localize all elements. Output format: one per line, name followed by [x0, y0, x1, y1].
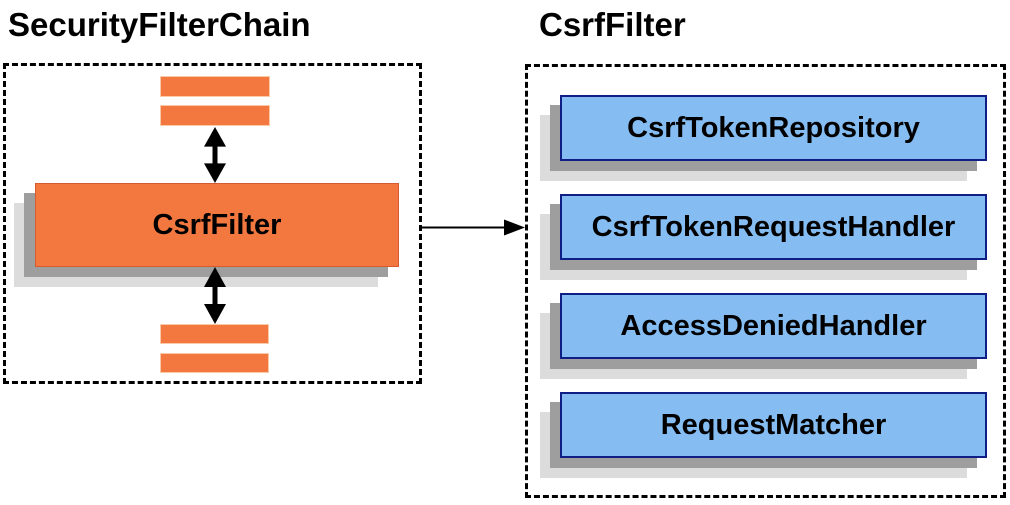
component-label: RequestMatcher — [660, 408, 887, 441]
filter-bar-top-1 — [160, 76, 270, 97]
up-down-arrow-icon — [194, 127, 236, 183]
component-box-access-denied-handler: AccessDeniedHandler — [560, 293, 987, 359]
component-box-csrf-token-request-handler: CsrfTokenRequestHandler — [560, 194, 987, 260]
filter-bar-top-2 — [160, 105, 270, 126]
filter-bar-bottom-1 — [160, 324, 269, 344]
component-label: AccessDeniedHandler — [620, 309, 927, 342]
security-filter-chain-container — [3, 63, 422, 384]
csrf-filter-title: CsrfFilter — [539, 6, 686, 43]
security-filter-chain-title: SecurityFilterChain — [8, 6, 311, 43]
filter-bar-bottom-2 — [160, 353, 269, 373]
component-box-csrf-token-repository: CsrfTokenRepository — [560, 95, 987, 161]
component-box-request-matcher: RequestMatcher — [560, 392, 987, 458]
component-label: CsrfTokenRepository — [627, 111, 920, 144]
component-label: CsrfTokenRequestHandler — [591, 210, 956, 243]
up-down-arrow-icon — [194, 267, 236, 324]
csrf-filter-container — [525, 64, 1006, 498]
csrf-filter-box-label: CsrfFilter — [152, 208, 282, 241]
right-arrow-icon — [422, 218, 525, 237]
csrf-filter-box: CsrfFilter — [35, 183, 399, 267]
